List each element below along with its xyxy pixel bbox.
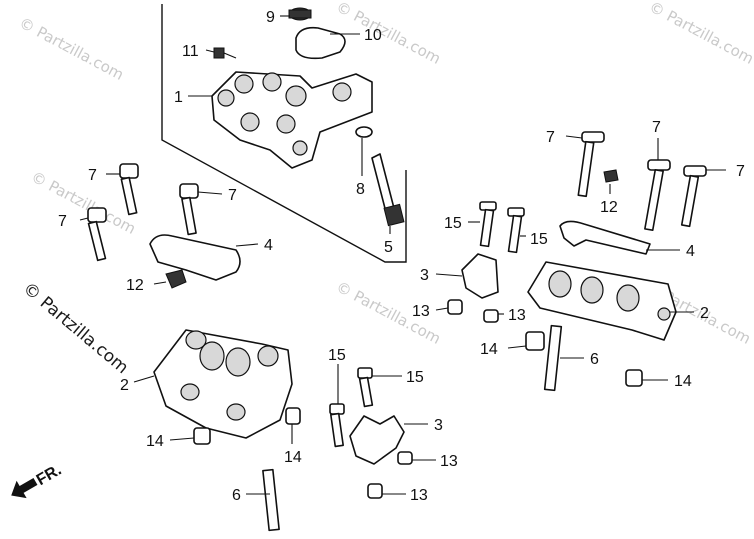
plate-part (559, 220, 651, 255)
callout-label: 2 (700, 305, 709, 322)
callout-label: 5 (384, 239, 393, 256)
callout-label: 7 (652, 119, 661, 136)
callout-label: 11 (182, 43, 199, 60)
assembly-frame (161, 4, 407, 263)
camshaft-holder-left (153, 329, 293, 439)
collar-part (525, 331, 545, 351)
callout-label: 3 (434, 417, 443, 434)
bolt-part (329, 403, 345, 448)
front-direction-arrow: FR. (11, 462, 65, 499)
camshaft-holder-top (211, 71, 373, 169)
stud-part (543, 324, 563, 392)
callout-label: 7 (58, 213, 67, 230)
callout-label: 15 (530, 231, 548, 248)
callout-label: 4 (686, 243, 695, 260)
callout-label: 7 (88, 167, 97, 184)
small-bolt-part (213, 47, 237, 59)
callout-label: 6 (232, 487, 241, 504)
callout-label: 14 (284, 449, 302, 466)
bolt-part (507, 207, 525, 254)
pin-part (367, 483, 383, 499)
bolt-part (87, 207, 107, 262)
callout-label: 13 (412, 303, 430, 320)
callout-label: 15 (328, 347, 346, 364)
callout-label: 15 (444, 215, 462, 232)
drive-gear-part (371, 153, 405, 227)
bolt-part (479, 201, 497, 248)
callout-label: 14 (480, 341, 498, 358)
rocker-arm-part (349, 415, 405, 465)
stud-part (262, 468, 280, 532)
rocker-arm-part (461, 253, 499, 299)
collar-part (625, 369, 643, 387)
callout-label: 7 (736, 163, 745, 180)
callout-label: 12 (126, 277, 144, 294)
plug-part (288, 7, 312, 21)
pin-part (397, 451, 413, 465)
callout-label: 1 (174, 89, 183, 106)
callout-label: 4 (264, 237, 273, 254)
bolt-part (577, 131, 605, 198)
nut-part (603, 169, 619, 183)
plate-part (149, 234, 241, 281)
bolt-part (179, 183, 199, 236)
front-arrow-label: FR. (34, 462, 65, 490)
callout-label: 12 (600, 199, 618, 216)
collar-part (285, 407, 301, 425)
callout-label: 14 (674, 373, 692, 390)
bolt-part (357, 367, 374, 408)
callout-label: 15 (406, 369, 424, 386)
bolt-part (644, 159, 671, 232)
callout-label: 14 (146, 433, 164, 450)
watermark: © Partzilla.com (646, 0, 754, 68)
bolt-part (119, 163, 139, 216)
callout-label: 8 (356, 181, 365, 198)
callout-label: 9 (266, 9, 275, 26)
callout-label: 10 (364, 27, 382, 44)
callout-label: 3 (420, 267, 429, 284)
camshaft-holder-right (527, 261, 677, 341)
pin-part (447, 299, 463, 315)
bolt-part (680, 165, 707, 228)
callout-label: 2 (120, 377, 129, 394)
pin-part (483, 309, 499, 323)
gasket-part (295, 26, 346, 60)
callout-label: 7 (546, 129, 555, 146)
washer-part (355, 126, 373, 138)
callout-label: 13 (410, 487, 428, 504)
callout-label: 13 (508, 307, 526, 324)
side-watermark: © Partzilla.com (19, 279, 132, 379)
collar-part (193, 427, 211, 445)
nut-part (165, 269, 187, 289)
watermark: © Partzilla.com (16, 14, 127, 84)
callout-label: 6 (590, 351, 599, 368)
callout-label: 13 (440, 453, 458, 470)
callout-label: 7 (228, 187, 237, 204)
